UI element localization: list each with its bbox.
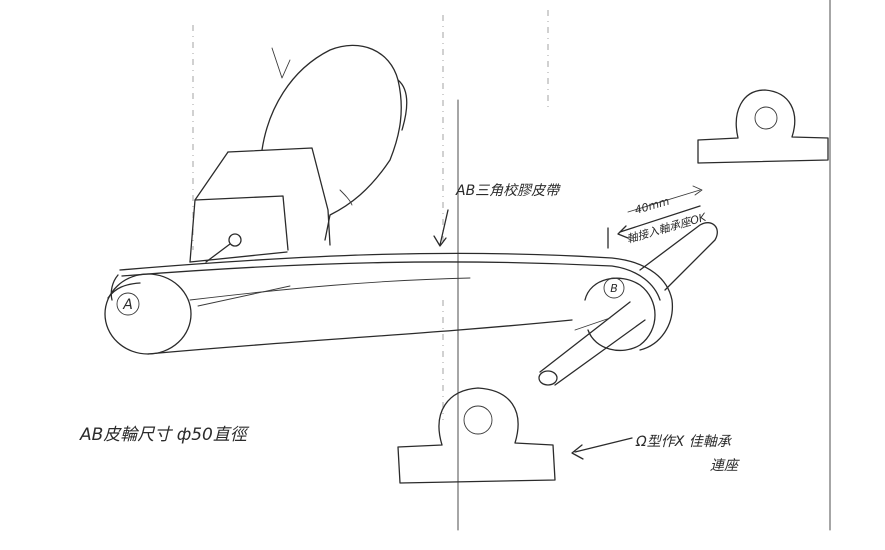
bearing-block-bottom bbox=[397, 387, 556, 484]
v-belt bbox=[110, 252, 674, 355]
bearing-note-line1: Ω型作X 佳軸承 bbox=[635, 434, 733, 450]
shaft bbox=[538, 222, 718, 386]
bearing-note-line2: 連座 bbox=[710, 458, 740, 474]
guide-lines bbox=[192, 10, 549, 420]
bearing-block-top bbox=[697, 89, 829, 164]
pulley-b: B bbox=[584, 277, 656, 352]
motor bbox=[189, 44, 408, 263]
belt-note: AB三角校膠皮帶 bbox=[455, 183, 561, 199]
pulley-a: A bbox=[104, 273, 192, 355]
pulley-size-note: AB皮輪尺寸 ф50直徑 bbox=[79, 425, 250, 445]
annotation-arrows bbox=[433, 185, 703, 460]
handwritten-notes: AB三角校膠皮帶 40mm 軸接入軸承座OK AB皮輪尺寸 ф50直徑 Ω型作X… bbox=[79, 183, 740, 474]
pulley-a-label: A bbox=[122, 297, 133, 313]
pulley-b-label: B bbox=[610, 282, 618, 295]
dimension-note: 40mm bbox=[633, 195, 671, 217]
